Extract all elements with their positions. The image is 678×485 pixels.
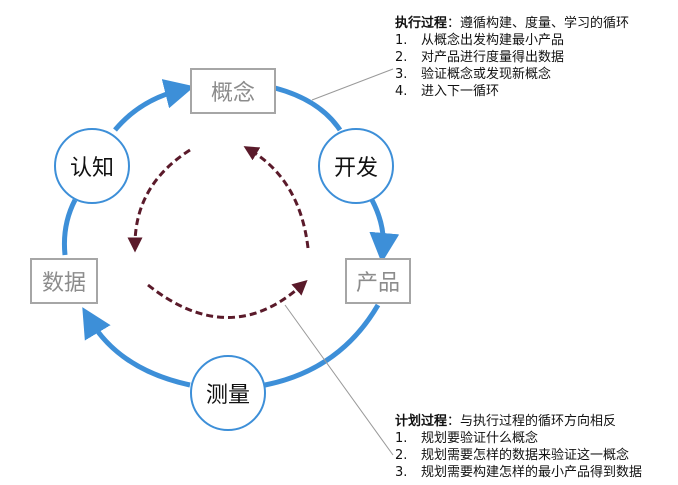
box-product: 产品 [345, 258, 411, 304]
box-data: 数据 [30, 258, 98, 304]
execution-title: 执行过程 [395, 16, 448, 31]
execution-title-rest: ：遵循构建、度量、学习的循环 [447, 16, 630, 31]
execution-note: 执行过程：遵循构建、度量、学习的循环 1.从概念出发构建最小产品 2.对产品进行… [395, 15, 629, 100]
execution-item: 1.从概念出发构建最小产品 [395, 33, 565, 48]
execution-item: 2.对产品进行度量得出数据 [395, 50, 565, 65]
cycle-arrow-measure-to-data [82, 307, 191, 388]
reverse-arrow-left [127, 148, 191, 253]
execution-item: 4.进入下一循环 [395, 84, 500, 99]
callout-line-execution [311, 68, 394, 101]
node-measure: 测量 [190, 355, 266, 431]
planning-title: 计划过程 [395, 414, 448, 429]
execution-item: 3.验证概念或发现新概念 [395, 67, 552, 82]
node-develop: 开发 [318, 128, 394, 204]
callout-line-planning [284, 304, 394, 456]
planning-note: 计划过程：与执行过程的循环方向相反 1.规划要验证什么概念 2.规划需要怎样的数… [395, 413, 642, 481]
planning-item: 1.规划要验证什么概念 [395, 431, 539, 446]
planning-title-rest: ：与执行过程的循环方向相反 [447, 414, 617, 429]
cycle-arrow-concept-to-develop [274, 85, 343, 132]
box-concept: 概念 [190, 68, 276, 114]
planning-item: 3.规划需要构建怎样的最小产品得到数据 [395, 465, 643, 480]
reverse-arrow-bottom [147, 279, 308, 319]
cycle-arrow-develop-to-product [369, 198, 400, 263]
cycle-arrow-data-to-learn [62, 198, 78, 256]
cycle-arrow-product-to-measure [264, 303, 381, 388]
reverse-arrow-right [243, 146, 310, 249]
cycle-arrow-learn-to-concept [113, 79, 195, 132]
node-learn: 认知 [54, 128, 130, 204]
planning-item: 2.规划需要怎样的数据来验证这一概念 [395, 448, 630, 463]
